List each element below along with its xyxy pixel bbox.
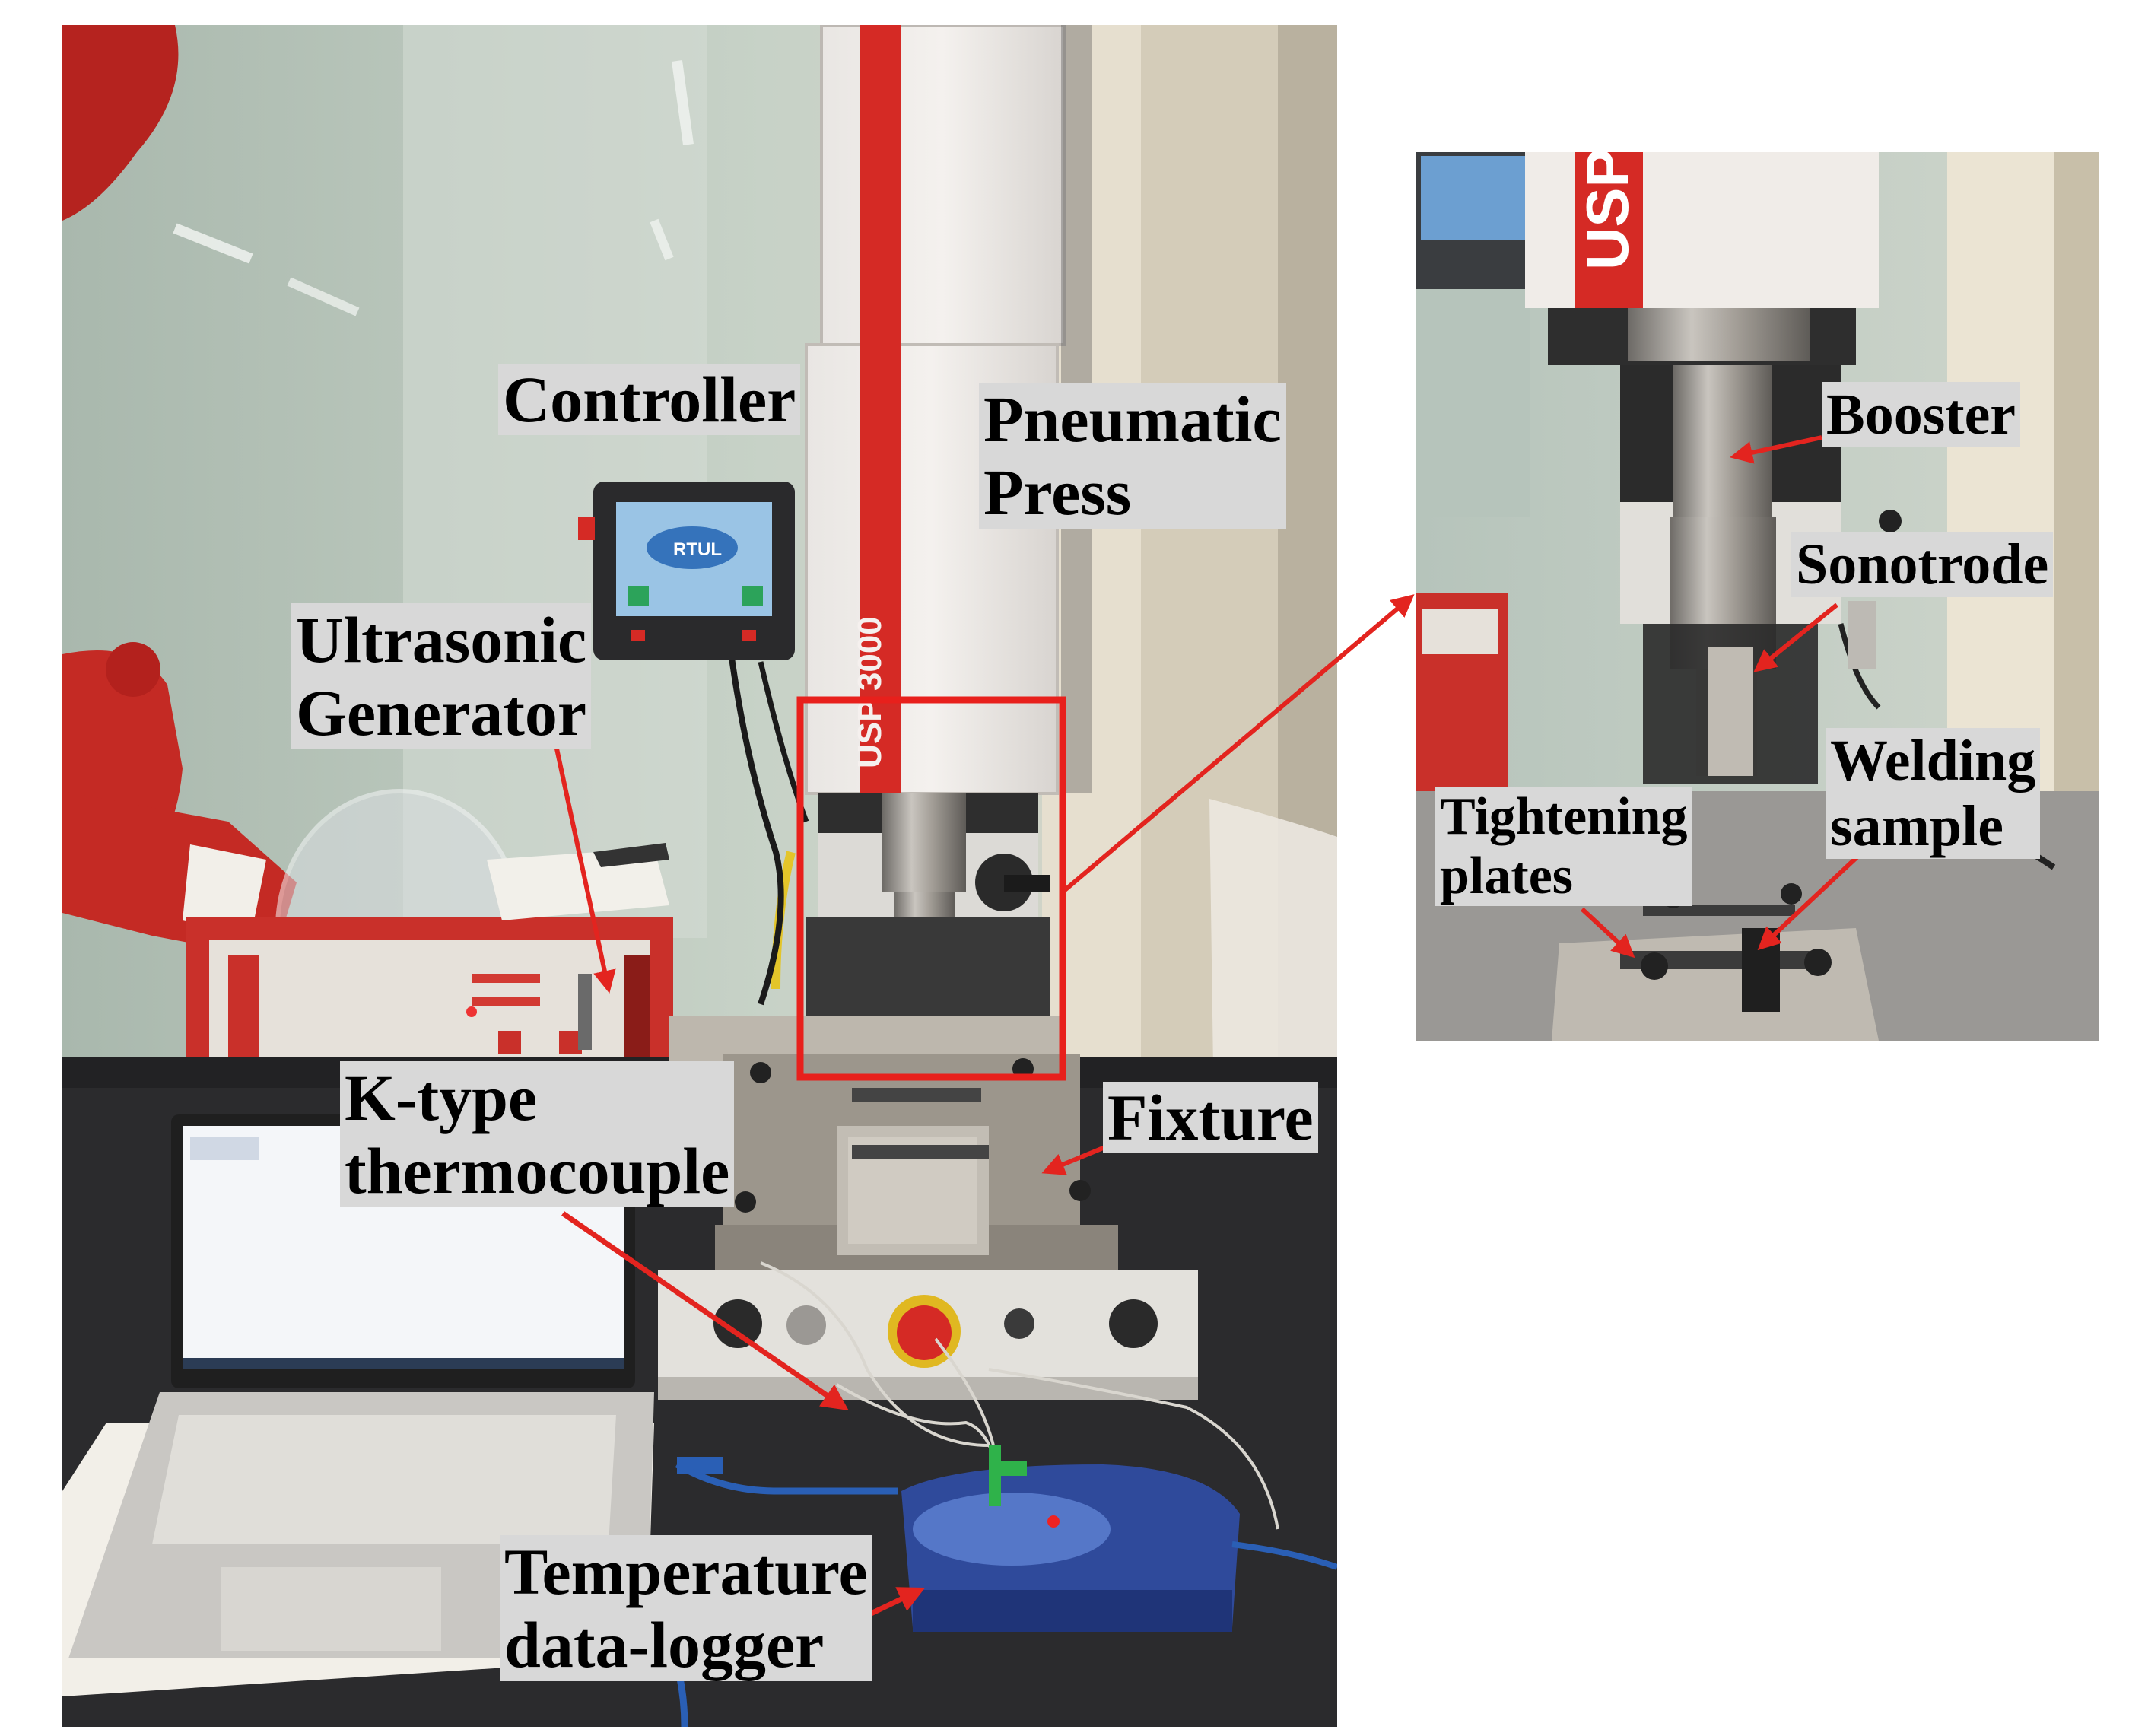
controller-device: RTUL bbox=[578, 482, 795, 660]
thermocouple-arrow bbox=[561, 1211, 849, 1410]
fixture-label: Fixture bbox=[1103, 1082, 1318, 1153]
pneumatic-press-label: Pneumatic Press bbox=[979, 383, 1286, 529]
tightening-plates-label: Tightening plates bbox=[1435, 787, 1692, 906]
ultrasonic-generator-label-line1: Ultrasonic bbox=[296, 603, 587, 676]
ultrasonic-generator-label: Ultrasonic Generator bbox=[291, 603, 592, 749]
welding-sample-label-line2: sample bbox=[1830, 794, 2003, 858]
thermocouple-label: K-type thermocouple bbox=[340, 1061, 735, 1207]
pneumatic-press: USP 3000 bbox=[805, 25, 1092, 1033]
booster-arrow bbox=[1730, 435, 1822, 464]
sonotrode-label: Sonotrode bbox=[1791, 532, 2054, 597]
press-model-text: USP 3000 bbox=[851, 616, 888, 768]
controller-label: Controller bbox=[498, 364, 801, 435]
thermocouple-label-line2: thermocouple bbox=[345, 1134, 730, 1207]
zoom-connector-arrow bbox=[1063, 594, 1415, 892]
inset-press-model-text: USP bbox=[1574, 148, 1641, 270]
tightening-plates-label-line2: plates bbox=[1440, 847, 1573, 905]
fixture-base bbox=[658, 1016, 1198, 1400]
controller-logo-text: RTUL bbox=[673, 539, 722, 560]
pneumatic-press-label-line2: Press bbox=[983, 456, 1132, 529]
welding-sample-label: Welding sample bbox=[1826, 728, 2041, 859]
robot-arm-top bbox=[62, 25, 179, 221]
tightening-plates-arrow bbox=[1580, 907, 1635, 959]
welding-sample-label-line1: Welding bbox=[1830, 729, 2036, 793]
data-logger-label-line1: Temperature bbox=[504, 1535, 868, 1608]
generator-arrow bbox=[553, 741, 616, 994]
main-photo: USP 3000 RTUL bbox=[62, 25, 1337, 1727]
booster-label: Booster bbox=[1822, 382, 2021, 447]
pneumatic-press-label-line1: Pneumatic bbox=[983, 383, 1282, 456]
sonotrode-arrow bbox=[1753, 603, 1838, 672]
fixture-arrow bbox=[1041, 1143, 1112, 1175]
data-logger-device bbox=[901, 1445, 1337, 1632]
zoom-region-box bbox=[796, 696, 1066, 1081]
thermocouple-label-line1: K-type bbox=[345, 1061, 538, 1134]
tightening-plates-label-line1: Tightening bbox=[1440, 787, 1688, 846]
ultrasonic-generator-label-line2: Generator bbox=[296, 676, 587, 749]
data-logger-label-line2: data-logger bbox=[504, 1608, 825, 1681]
data-logger-label: Temperature data-logger bbox=[500, 1535, 872, 1681]
